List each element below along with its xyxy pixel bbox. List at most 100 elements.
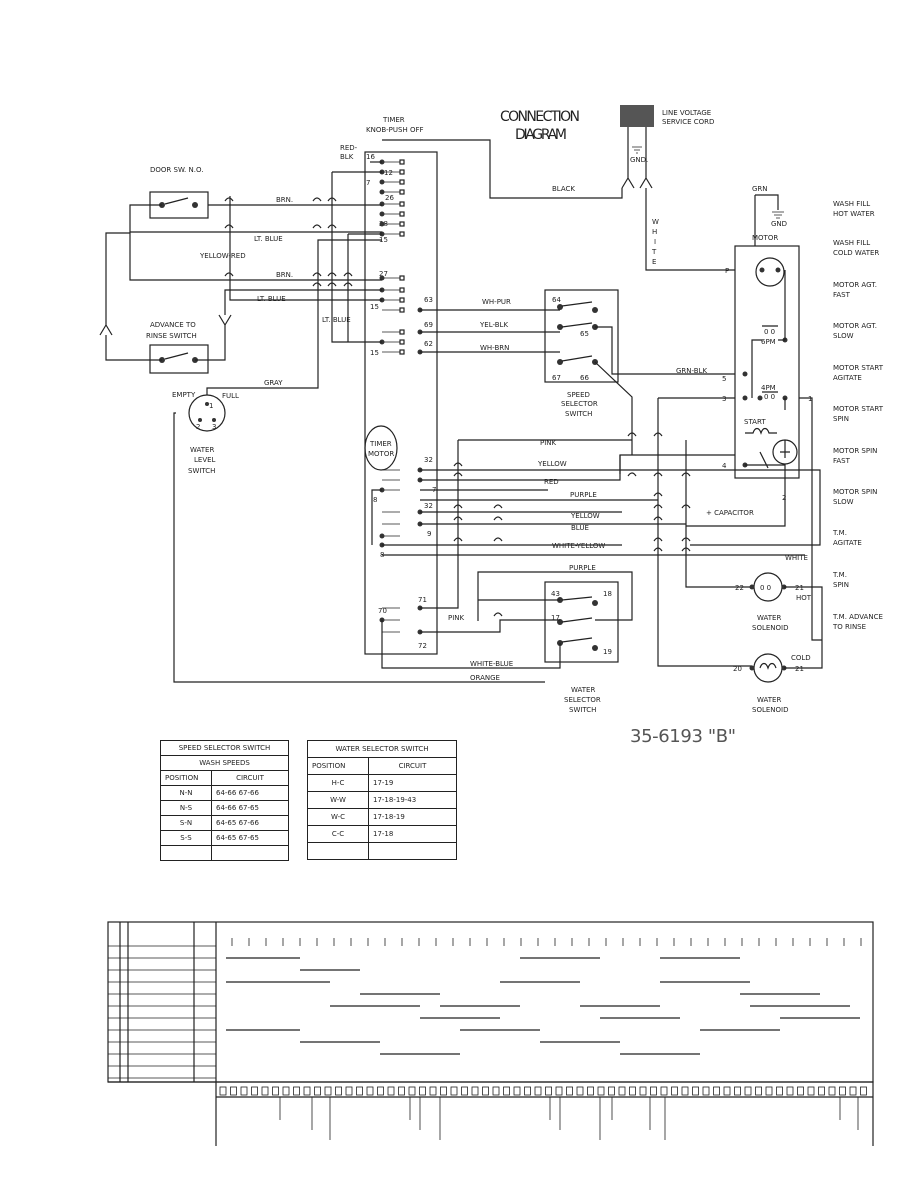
- wire-red-blk-1: RED-: [340, 144, 358, 152]
- svg-text:12: 12: [384, 169, 393, 177]
- hot-tag: HOT: [796, 594, 812, 602]
- advance-switch-label2: RINSE SWITCH: [146, 332, 197, 340]
- water-level-label1: WATER: [190, 446, 214, 454]
- water-level-label2: LEVEL: [194, 456, 216, 464]
- motor-label: MOTOR: [752, 234, 778, 242]
- svg-text:18: 18: [603, 590, 612, 598]
- svg-text:15: 15: [370, 349, 379, 357]
- legend-item-1-line1: WASH FILL: [833, 200, 870, 208]
- wire-blue: BLUE: [571, 524, 589, 532]
- svg-text:27: 27: [379, 270, 388, 278]
- svg-text:69: 69: [424, 321, 433, 329]
- line-cord-label2: SERVICE CORD: [662, 118, 714, 126]
- legend-item-5-line2: AGITATE: [833, 374, 862, 382]
- svg-text:72: 72: [418, 642, 427, 650]
- gnd-label: GND.: [630, 156, 648, 164]
- legend-item-10-line2: SPIN: [833, 581, 849, 589]
- water-table-header-circuit: CIRCUIT: [368, 757, 456, 775]
- svg-text:I: I: [654, 238, 656, 246]
- svg-text:E: E: [652, 258, 656, 266]
- left-wiring: [99, 161, 545, 683]
- svg-text:4PM: 4PM: [761, 384, 776, 392]
- legend-item-1-line2: HOT WATER: [833, 210, 875, 218]
- wire-wh-pur: WH-PUR: [482, 298, 511, 306]
- svg-text:64: 64: [552, 296, 561, 304]
- wire-red: RED: [544, 478, 559, 486]
- hot-solenoid-label2: SOLENOID: [752, 624, 788, 632]
- advance-to-rinse-switch: ADVANCE TO RINSE SWITCH: [146, 321, 209, 374]
- svg-text:62: 62: [424, 340, 433, 348]
- speed-switch-label3: SWITCH: [565, 410, 592, 418]
- capacitor-label: + CAPACITOR: [706, 509, 754, 517]
- legend-item-9-line2: AGITATE: [833, 539, 862, 547]
- water-switch-label2: SELECTOR: [564, 696, 601, 704]
- timer-motor-label2: MOTOR: [368, 450, 394, 458]
- wire-yellow-red: YELLOW-RED: [199, 252, 246, 260]
- timer-contacts: [382, 161, 400, 633]
- cold-solenoid-label2: SOLENOID: [752, 706, 788, 714]
- speed-table-subtitle: WASH SPEEDS: [161, 755, 288, 771]
- svg-text:67: 67: [552, 374, 561, 382]
- svg-text:70: 70: [378, 607, 387, 615]
- svg-text:15: 15: [370, 303, 379, 311]
- speed-table-header-position: POSITION: [161, 770, 212, 786]
- svg-text:2: 2: [782, 494, 786, 502]
- wire-red-blk-2: BLK: [340, 153, 354, 161]
- svg-text:7: 7: [366, 179, 370, 187]
- advance-switch-label1: ADVANCE TO: [150, 321, 196, 329]
- wire-grn-blk: GRN-BLK: [676, 367, 708, 375]
- svg-text:H: H: [652, 228, 657, 236]
- wire-gray: GRAY: [264, 379, 283, 387]
- wire-orange: ORANGE: [470, 674, 500, 682]
- svg-text:21: 21: [795, 665, 804, 673]
- svg-text:T: T: [651, 248, 657, 256]
- svg-text:2: 2: [196, 423, 200, 431]
- hot-solenoid-label1: WATER: [757, 614, 781, 622]
- svg-text:P: P: [725, 267, 729, 275]
- gnd2-label: GND: [771, 220, 787, 228]
- legend-item-7-line2: FAST: [833, 457, 851, 465]
- timer-label1: TIMER: [382, 116, 405, 124]
- line-cord-label1: LINE VOLTAGE: [662, 109, 711, 117]
- water-switch-label3: SWITCH: [569, 706, 596, 714]
- svg-text:21: 21: [795, 584, 804, 592]
- line-voltage-cord: LINE VOLTAGE SERVICE CORD GND.: [620, 105, 714, 189]
- legend-item-2-line2: COLD WATER: [833, 249, 879, 257]
- wire-wh-brn: WH-BRN: [480, 344, 509, 352]
- grn-label: GRN: [752, 185, 768, 193]
- wire-white-blue: WHITE-BLUE: [470, 660, 513, 668]
- speed-switch-label2: SELECTOR: [561, 400, 598, 408]
- cold-tag: COLD: [791, 654, 811, 662]
- svg-text:17: 17: [551, 614, 560, 622]
- speed-table-header-circuit: CIRCUIT: [211, 770, 288, 786]
- water-level-full: FULL: [222, 392, 239, 400]
- svg-text:9: 9: [427, 530, 431, 538]
- wire-white: WHITE: [785, 554, 808, 562]
- svg-text:4: 4: [722, 462, 727, 470]
- wire-purple-2: PURPLE: [569, 564, 596, 572]
- wire-pink-1: PINK: [540, 439, 557, 447]
- svg-text:6PM: 6PM: [761, 338, 776, 346]
- svg-text:3: 3: [722, 395, 726, 403]
- part-number: 35-6193 "B": [630, 726, 736, 747]
- diagram-title-line1: CONNECTION: [500, 109, 580, 125]
- table-row: [308, 842, 456, 859]
- svg-text:20: 20: [733, 665, 742, 673]
- water-level-label3: SWITCH: [188, 467, 215, 475]
- wire-black: BLACK: [552, 185, 575, 193]
- legend-item-3-line1: MOTOR AGT.: [833, 281, 877, 289]
- water-table-header-position: POSITION: [308, 757, 369, 775]
- svg-text:3: 3: [212, 423, 216, 431]
